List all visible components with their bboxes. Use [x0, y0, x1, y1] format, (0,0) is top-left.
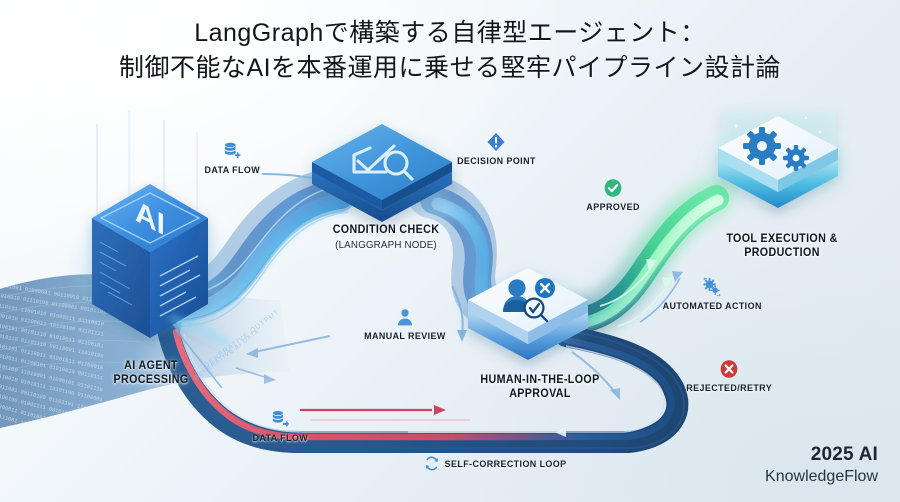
data-flow-bottom-label: DATA FLOW — [252, 432, 309, 443]
title-line-1: LangGraphで構築する自律型エージェント： — [194, 19, 706, 47]
tool-exec-label-line1: TOOL EXECUTION & — [726, 233, 838, 245]
approved-label: APPROVED — [586, 201, 640, 212]
condition-check-label: CONDITION CHECK — [332, 224, 440, 236]
node-label-human-in-the-loop: HUMAN-IN-THE-LOOP APPROVAL — [458, 374, 622, 401]
node-tool-execution — [698, 110, 858, 208]
title-line-2: 制御不能なAIを本番運用に乗せる堅牢パイプライン設計論 — [118, 53, 782, 82]
annotation-data-flow-bottom: DATA FLOW — [252, 408, 308, 443]
watermark-year-label: 2025 AI — [810, 443, 878, 465]
tool-exec-label-line2: PRODUCTION — [744, 246, 820, 259]
exclamation-diamond-icon — [486, 131, 507, 153]
annotation-manual-review: MANUAL REVIEW — [364, 306, 446, 341]
rejected-retry-label: REJECTED/RETRY — [686, 382, 773, 393]
person-icon — [394, 306, 415, 328]
annotation-data-flow-top: DATA FLOW — [204, 140, 260, 175]
node-human-in-the-loop — [450, 266, 606, 360]
human-loop-label-line1: HUMAN-IN-THE-LOOP — [480, 374, 600, 386]
annotation-automated-action: AUTOMATED ACTION — [663, 276, 762, 311]
annotation-decision-point: DECISION POINT — [457, 131, 536, 166]
node-ai-agent-cube: AI — [64, 184, 236, 346]
automated-action-label: AUTOMATED ACTION — [662, 300, 762, 311]
data-flow-top-label: DATA FLOW — [204, 164, 261, 175]
refresh-loop-icon — [424, 455, 440, 472]
x-circle-icon — [719, 358, 740, 380]
database-plus-icon — [222, 140, 243, 162]
check-circle-icon — [603, 177, 624, 199]
manual-review-label: MANUAL REVIEW — [364, 330, 446, 341]
condition-check-sublabel: (LANGGRAPH NODE) — [335, 238, 437, 251]
ai-agent-label-line1: AI AGENT — [124, 360, 178, 372]
watermark: 2025 AI KnowledgeFlow — [765, 443, 878, 486]
node-label-condition-check: CONDITION CHECK (LANGGRAPH NODE) — [312, 224, 461, 251]
database-arrow-icon — [270, 408, 291, 430]
self-correction-loop-label: SELF-CORRECTION LOOP — [444, 458, 567, 469]
annotation-self-correction-loop: SELF-CORRECTION LOOP — [424, 455, 567, 472]
gears-small-icon — [702, 276, 723, 298]
node-condition-check — [304, 124, 460, 222]
page-title: LangGraphで構築する自律型エージェント： 制御不能なAIを本番運用に乗せ… — [0, 16, 900, 85]
node-label-ai-agent: AI AGENT PROCESSING — [96, 360, 206, 387]
watermark-brand-label: KnowledgeFlow — [765, 467, 878, 485]
decision-point-label: DECISION POINT — [457, 155, 536, 166]
annotation-rejected-retry: REJECTED/RETRY — [686, 358, 772, 393]
ai-agent-label-line2: PROCESSING — [113, 373, 189, 386]
node-label-tool-execution: TOOL EXECUTION & PRODUCTION — [711, 233, 852, 260]
annotation-approved: APPROVED — [586, 177, 639, 212]
human-loop-label-line2: APPROVAL — [509, 387, 571, 400]
